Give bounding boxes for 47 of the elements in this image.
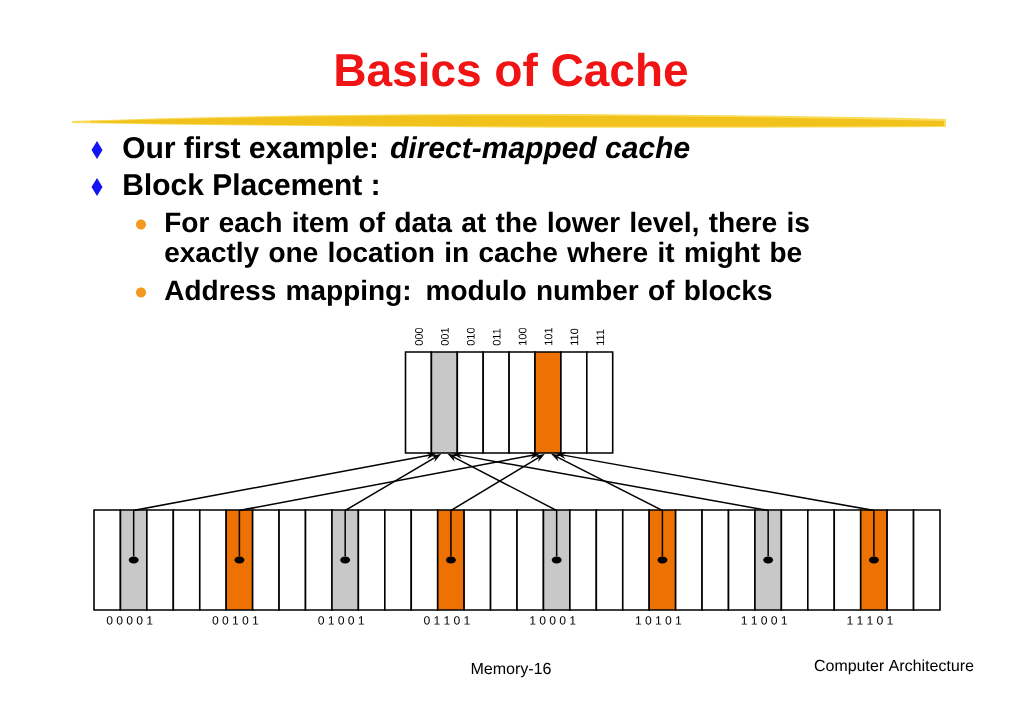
memory-block <box>701 509 730 611</box>
bullet-text: Our first example: direct-mapped cache <box>123 136 690 165</box>
memory-block <box>384 509 413 611</box>
memory-block <box>674 509 703 611</box>
address-label: 0 1 1 0 1 <box>424 616 470 625</box>
memory-block <box>569 509 598 611</box>
memory-block <box>780 509 809 611</box>
memory-block <box>172 509 201 611</box>
memory-block <box>727 509 756 611</box>
memory-block <box>516 509 545 611</box>
address-label: 1 0 0 0 1 <box>530 616 576 625</box>
memory-block <box>251 509 280 611</box>
memory-block <box>886 509 915 611</box>
memory-block <box>357 509 386 611</box>
address-label: 1 1 0 0 1 <box>741 616 787 625</box>
memory-block <box>410 509 439 611</box>
address-label: 101 <box>544 328 553 345</box>
memory-block <box>621 509 650 611</box>
address-label: 000 <box>415 327 423 346</box>
memory-block <box>833 509 862 611</box>
memory-block <box>198 509 227 611</box>
memory-block <box>595 509 624 611</box>
memory-block <box>912 509 941 611</box>
address-label: 001 <box>440 328 449 346</box>
slide-title: Basics of Cache <box>336 52 688 87</box>
bullet-text: Block Placement : <box>124 173 378 196</box>
address-label: 100 <box>518 327 527 345</box>
address-label: 1 1 1 0 1 <box>847 616 893 625</box>
address-label: 0 1 0 0 1 <box>318 616 364 625</box>
footer: Computer Architecture <box>814 659 974 675</box>
memory-block <box>304 509 333 611</box>
memory-block <box>807 509 836 611</box>
address-label: 1 0 1 0 1 <box>635 616 682 625</box>
address-label: 110 <box>570 328 579 345</box>
memory-block <box>278 509 307 611</box>
memory-block <box>463 509 492 611</box>
bullet-text: For each item of data at the lower level, there is exactly one location in cache where it might be <box>165 211 809 268</box>
address-label: 0 0 0 0 1 <box>106 616 153 625</box>
slide-number: Memory-16 <box>471 662 551 678</box>
address-label: 0 0 1 0 1 <box>212 616 259 625</box>
memory-block <box>489 509 518 611</box>
memory-block <box>93 509 122 611</box>
memory-block <box>146 509 175 611</box>
address-label: 010 <box>466 327 475 346</box>
bullet-text: Address mapping: modulo number of blocks <box>164 279 772 306</box>
address-label: 111 <box>596 329 605 345</box>
address-label: 011 <box>492 328 501 346</box>
